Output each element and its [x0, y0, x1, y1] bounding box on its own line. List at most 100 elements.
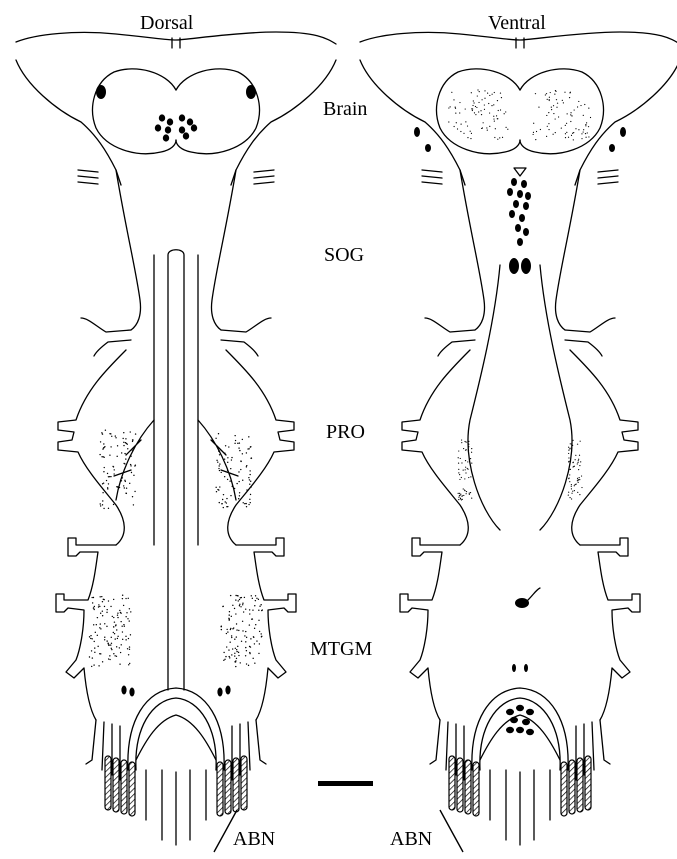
stipple	[235, 648, 236, 649]
nerve-tick	[422, 176, 442, 178]
stipple	[556, 99, 557, 100]
pro-ganglion-right	[221, 318, 294, 545]
stipple	[570, 121, 571, 122]
neuron-soma	[620, 127, 626, 137]
hatched-nerve-bundle	[113, 758, 119, 812]
hatched-nerve-bundle	[473, 762, 479, 816]
stipple	[256, 598, 257, 599]
neuron-soma	[523, 228, 529, 236]
ventral-nervous-system-drawing	[360, 32, 677, 845]
region-label-brain: Brain	[323, 98, 367, 121]
stipple	[228, 618, 229, 619]
stipple	[553, 134, 554, 135]
stipple	[108, 600, 109, 601]
stipple	[462, 499, 463, 500]
stipple	[103, 447, 104, 448]
stipple	[113, 504, 114, 505]
stipple	[246, 663, 247, 664]
stipple	[130, 464, 131, 465]
stipple	[465, 472, 466, 473]
stipple	[569, 448, 570, 449]
stipple	[132, 441, 133, 442]
stipple	[104, 606, 105, 607]
stipple	[466, 442, 467, 443]
stipple	[253, 637, 254, 638]
stipple	[101, 456, 102, 457]
stipple	[228, 446, 229, 447]
stipple	[250, 494, 251, 495]
stipple	[588, 126, 589, 127]
stipple	[472, 108, 473, 109]
stipple	[574, 109, 575, 110]
stipple	[584, 104, 585, 105]
stipple	[484, 109, 485, 110]
stipple	[460, 124, 461, 125]
stipple	[258, 620, 259, 621]
nerve-tick	[78, 170, 98, 172]
large-neuron-right	[521, 258, 531, 274]
stipple	[578, 469, 579, 470]
stipple	[459, 479, 460, 480]
stipple	[254, 662, 255, 663]
stipple	[572, 445, 573, 446]
stipple	[103, 457, 104, 458]
stipple	[215, 487, 216, 488]
stipple	[110, 476, 111, 477]
stipple	[553, 105, 554, 106]
stipple	[493, 118, 494, 119]
stipple	[535, 139, 536, 140]
stipple	[231, 635, 232, 636]
stipple	[123, 445, 124, 446]
stipple	[235, 613, 236, 614]
stipple	[114, 469, 115, 470]
stipple	[240, 460, 241, 461]
hatched-nerve-bundle	[105, 756, 111, 810]
stipple	[226, 629, 227, 630]
neuron-soma	[521, 180, 527, 188]
stipple	[249, 474, 250, 475]
stipple	[97, 646, 98, 647]
stipple	[489, 126, 490, 127]
large-neuron-right	[246, 85, 256, 99]
stipple	[124, 453, 125, 454]
stipple	[502, 137, 503, 138]
nerve-tick	[254, 176, 274, 178]
stipple	[248, 448, 249, 449]
stipple	[239, 450, 240, 451]
stipple	[106, 609, 107, 610]
stipple	[114, 633, 115, 634]
stipple	[486, 127, 487, 128]
neuron-soma	[225, 686, 230, 695]
stipple	[98, 606, 99, 607]
stipple	[568, 137, 569, 138]
nerve-tick	[422, 170, 442, 172]
stipple	[111, 637, 112, 638]
stipple	[228, 649, 229, 650]
neuron-soma	[414, 127, 420, 137]
stipple	[100, 503, 101, 504]
brain-outline	[16, 60, 336, 185]
stipple	[480, 110, 481, 111]
stipple	[223, 652, 224, 653]
stipple	[122, 598, 123, 599]
stipple	[472, 105, 473, 106]
stipple	[227, 479, 228, 480]
stipple	[226, 633, 227, 634]
stipple	[108, 508, 109, 509]
mtgm-ganglion-right	[580, 538, 640, 720]
stipple	[218, 465, 219, 466]
stipple	[249, 470, 250, 471]
stipple	[103, 471, 104, 472]
stipple	[226, 498, 227, 499]
lateral-cord	[154, 255, 198, 545]
stipple	[117, 617, 118, 618]
stipple	[549, 99, 550, 100]
stipple	[236, 629, 237, 630]
stipple	[116, 646, 117, 647]
stipple	[460, 498, 461, 499]
stipple	[126, 487, 127, 488]
stipple	[546, 93, 547, 94]
stipple	[551, 107, 552, 108]
stipple	[583, 129, 584, 130]
stipple	[113, 599, 114, 600]
